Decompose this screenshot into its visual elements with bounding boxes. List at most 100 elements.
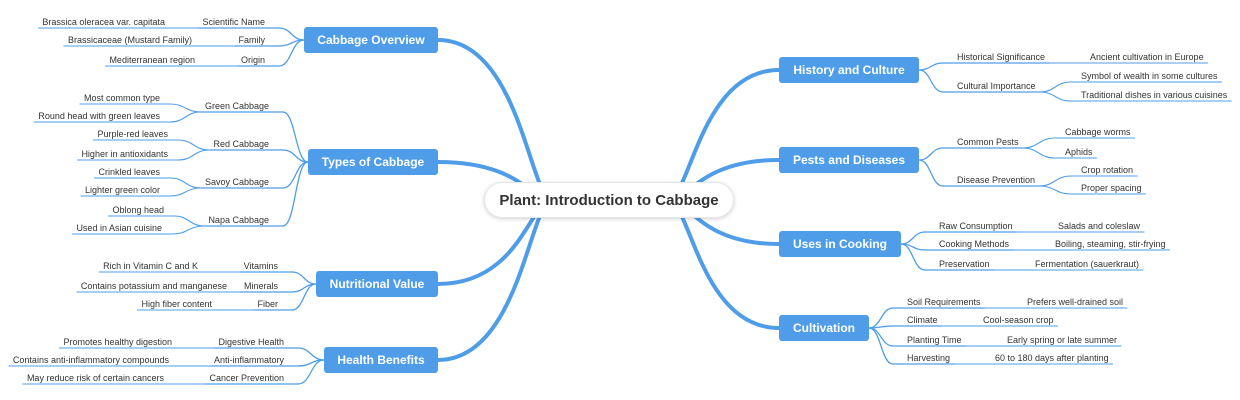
branch-health[interactable]: Health Benefits [324, 347, 438, 373]
topic-connector [282, 111, 309, 163]
root-topic[interactable]: Plant: Introduction to Cabbage [484, 182, 734, 218]
detail-node[interactable]: Cabbage worms [1065, 127, 1131, 137]
detail-connector [169, 187, 202, 197]
topic-cooking-methods[interactable]: Cooking Methods [939, 239, 1010, 249]
topic-connector [868, 307, 894, 329]
detail-node[interactable]: Promotes healthy digestion [63, 337, 172, 347]
topic-connector [282, 161, 309, 189]
detail-node[interactable]: Oblong head [112, 205, 164, 215]
detail-connector [169, 177, 202, 189]
detail-node[interactable]: Lighter green color [84, 185, 160, 195]
topic-cancer-prevention[interactable]: Cancer Prevention [209, 373, 284, 383]
topic-minerals[interactable]: Minerals [243, 281, 278, 291]
topic-historical-significance[interactable]: Historical Significance [957, 52, 1046, 62]
branch-cooking[interactable]: Uses in Cooking [779, 231, 901, 257]
detail-node[interactable]: Fermentation (sauerkraut) [1035, 259, 1140, 269]
topic-anti-inflammatory[interactable]: Anti-inflammatory [213, 355, 284, 365]
detail-connector [1021, 137, 1056, 149]
topic-connector [918, 69, 944, 93]
detail-node[interactable]: Mediterranean region [109, 55, 195, 65]
topic-climate[interactable]: Climate [907, 315, 938, 325]
branch-connector [436, 38, 554, 202]
topic-raw-consumption[interactable]: Raw Consumption [939, 221, 1013, 231]
detail-node[interactable]: Contains potassium and manganese [80, 281, 227, 291]
detail-node[interactable]: 60 to 180 days after planting [995, 353, 1109, 363]
topic-harvesting[interactable]: Harvesting [907, 353, 951, 363]
branch-cultivation[interactable]: Cultivation [779, 315, 869, 341]
topic-cultural-importance[interactable]: Cultural Importance [957, 81, 1036, 91]
topic-connector [278, 27, 305, 41]
detail-node[interactable]: Rich in Vitamin C and K [103, 261, 198, 271]
topic-green-cabbage[interactable]: Green Cabbage [204, 101, 269, 111]
topic-preservation[interactable]: Preservation [939, 259, 990, 269]
detail-connector [169, 103, 202, 113]
topic-disease-prevention[interactable]: Disease Prevention [957, 175, 1036, 185]
topic-connector [297, 359, 325, 385]
detail-node[interactable]: Ancient cultivation in Europe [1090, 52, 1204, 62]
detail-connector [1038, 175, 1072, 187]
branch-types[interactable]: Types of Cabbage [308, 149, 438, 175]
detail-node[interactable]: Crop rotation [1081, 165, 1134, 175]
detail-connector [1039, 81, 1072, 93]
topic-connector [868, 327, 894, 365]
branch-overview[interactable]: Cabbage Overview [304, 27, 438, 53]
topic-connector [918, 147, 944, 161]
topic-connector [297, 347, 325, 361]
topic-connector [282, 161, 309, 227]
detail-node[interactable]: Round head with green leaves [38, 111, 160, 121]
detail-node[interactable]: Prefers well-drained soil [1027, 297, 1124, 307]
detail-node[interactable]: Symbol of wealth in some cultures [1081, 71, 1218, 81]
detail-node[interactable]: Contains anti-inflammatory compounds [12, 355, 169, 365]
detail-connector [171, 225, 205, 235]
detail-connector [177, 139, 211, 151]
branch-pests[interactable]: Pests and Diseases [779, 147, 919, 173]
topic-fiber[interactable]: Fiber [257, 299, 278, 309]
topic-connector [868, 327, 894, 347]
detail-connector [1038, 185, 1072, 195]
topic-common-pests[interactable]: Common Pests [957, 137, 1019, 147]
detail-node[interactable]: Crinkled leaves [98, 167, 160, 177]
topic-scientific-name[interactable]: Scientific Name [202, 17, 265, 27]
detail-node[interactable]: Brassica oleracea var. capitata [42, 17, 165, 27]
detail-connector [177, 149, 211, 161]
topic-savoy-cabbage[interactable]: Savoy Cabbage [204, 177, 269, 187]
topic-connector [291, 271, 317, 285]
topic-digestive-health[interactable]: Digestive Health [218, 337, 284, 347]
detail-node[interactable]: Cool-season crop [983, 315, 1054, 325]
topic-red-cabbage[interactable]: Red Cabbage [213, 139, 269, 149]
detail-node[interactable]: May reduce risk of certain cancers [26, 373, 164, 383]
topic-family[interactable]: Family [238, 35, 266, 45]
topic-napa-cabbage[interactable]: Napa Cabbage [208, 215, 269, 225]
topic-planting-time[interactable]: Planting Time [907, 335, 962, 345]
detail-node[interactable]: Aphids [1065, 147, 1093, 157]
topic-connector [900, 231, 926, 245]
branch-history[interactable]: History and Culture [779, 57, 919, 83]
branch-connector [666, 198, 781, 330]
detail-node[interactable]: Salads and coleslaw [1058, 221, 1141, 231]
detail-node[interactable]: Higher in antioxidants [81, 149, 168, 159]
topic-connector [278, 39, 305, 67]
detail-node[interactable]: Most common type [83, 93, 160, 103]
detail-node[interactable]: Traditional dishes in various cuisines [1081, 90, 1228, 100]
detail-node[interactable]: Boiling, steaming, stir-frying [1055, 239, 1166, 249]
branch-connector [436, 198, 554, 362]
topic-connector [291, 283, 317, 311]
detail-connector [169, 111, 202, 123]
topic-connector [918, 62, 944, 71]
detail-node[interactable]: Brassicaceae (Mustard Family) [67, 35, 192, 45]
detail-node[interactable]: Used in Asian cuisine [76, 223, 162, 233]
topic-origin[interactable]: Origin [240, 55, 265, 65]
detail-connector [1039, 91, 1072, 102]
detail-node[interactable]: High fiber content [141, 299, 212, 309]
detail-node[interactable]: Early spring or late summer [1007, 335, 1118, 345]
detail-connector [1021, 147, 1056, 159]
detail-node[interactable]: Purple-red leaves [97, 129, 168, 139]
topic-soil-requirements[interactable]: Soil Requirements [907, 297, 981, 307]
topic-connector [900, 243, 926, 271]
topic-vitamins[interactable]: Vitamins [243, 261, 278, 271]
topic-connector [918, 159, 944, 187]
detail-node[interactable]: Proper spacing [1081, 183, 1142, 193]
branch-nutrition[interactable]: Nutritional Value [316, 271, 438, 297]
